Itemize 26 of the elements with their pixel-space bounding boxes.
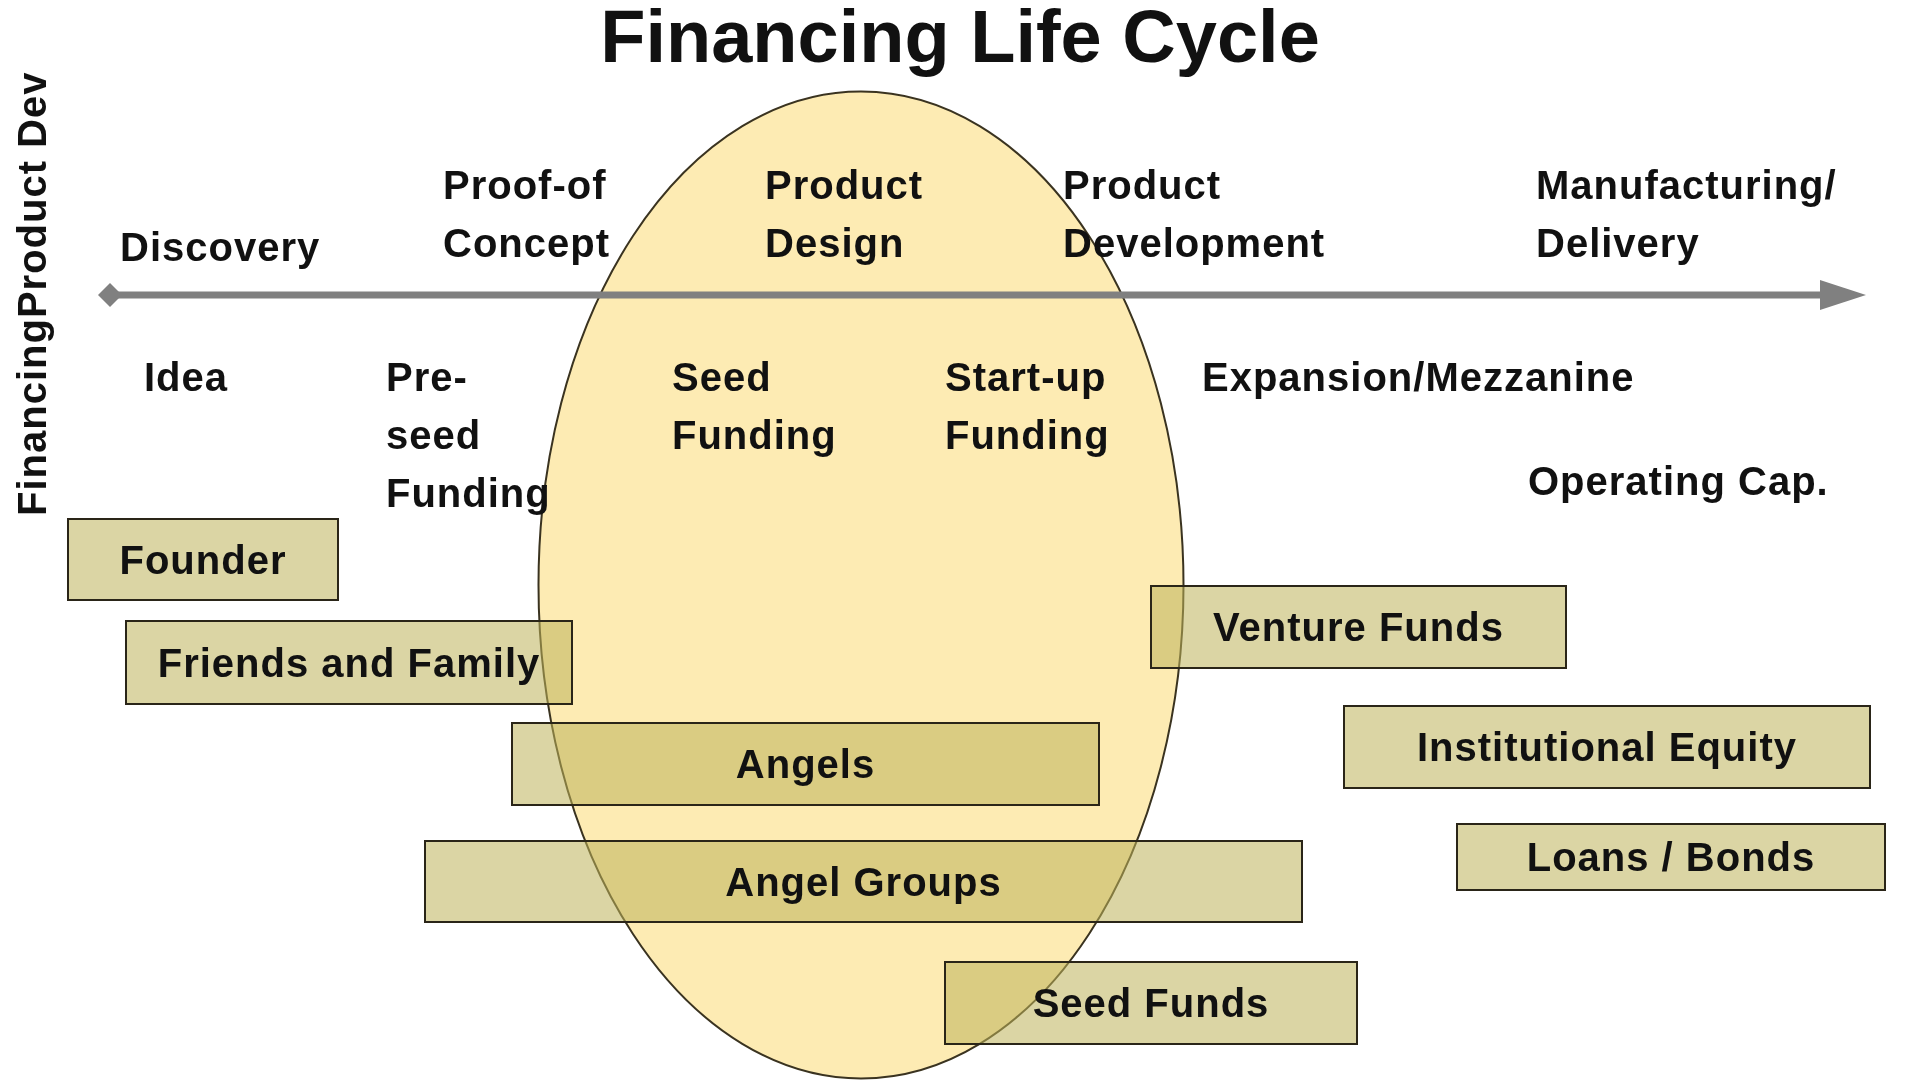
funding-source-box xyxy=(125,620,573,705)
stage-label: Proof-of Concept xyxy=(443,162,611,267)
funding-source-box xyxy=(67,518,339,601)
stage-label: Operating Cap. xyxy=(1528,458,1830,505)
stage-label: Product Design xyxy=(765,162,925,267)
funding-source-text: Angels xyxy=(735,741,876,788)
funding-source-box xyxy=(944,961,1358,1045)
stage-label: Manufacturing/ Delivery xyxy=(1536,162,1838,267)
funding-source-box xyxy=(424,840,1303,923)
funding-source-text: Angel Groups xyxy=(725,858,1002,906)
funding-source-box xyxy=(1343,705,1871,789)
axis-label: FinancingProduct Dev xyxy=(10,71,54,516)
funding-source-text: Institutional Equity xyxy=(1417,724,1797,771)
funding-source-text: Friends and Family xyxy=(157,639,541,687)
stage-label: Start-up Funding xyxy=(945,354,1111,459)
funding-source-text: Founder xyxy=(119,536,287,584)
funding-source-box xyxy=(1456,823,1886,891)
stage-label: Seed Funding xyxy=(672,354,838,459)
funding-source-text: Seed Funds xyxy=(1032,980,1270,1027)
funding-source-text: Loans / Bonds xyxy=(1526,834,1816,881)
diagram-title: Financing Life Cycle xyxy=(599,0,1321,78)
stage-label: Discovery xyxy=(120,224,322,271)
funding-source-box xyxy=(1150,585,1567,669)
stage-label: Idea xyxy=(144,354,230,401)
funding-source-text: Venture Funds xyxy=(1213,604,1504,651)
stage-label: Expansion/Mezzanine xyxy=(1202,354,1636,401)
